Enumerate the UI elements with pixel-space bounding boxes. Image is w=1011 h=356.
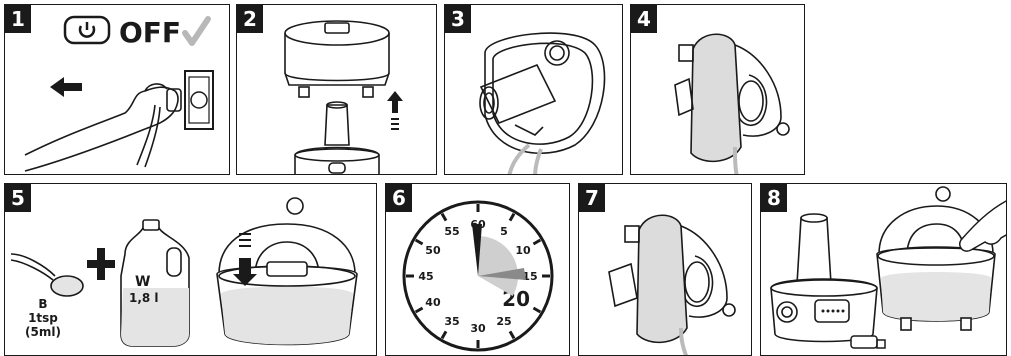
filter-sleeve: [637, 215, 687, 342]
spoon-letter: B: [38, 297, 47, 311]
clock-illustration: 60510152025303540455055: [386, 184, 570, 356]
clock-label: 35: [444, 315, 459, 328]
base-unit: [295, 102, 379, 175]
clock-label: 30: [470, 322, 486, 335]
humidifier-tank: [877, 187, 995, 330]
off-label: OFF: [119, 16, 181, 49]
step-5-panel: 5 B 1tsp (5ml) W 1,8 l: [4, 183, 377, 356]
spoon-amount: 1tsp: [28, 311, 58, 325]
filter-part: [851, 336, 885, 348]
hand-pulling-plug: [25, 84, 181, 171]
filter-sleeve-illustration: [631, 5, 805, 175]
unplug-illustration: OFF: [5, 5, 230, 175]
clock-label: 50: [425, 244, 441, 257]
water-tank: [285, 21, 389, 97]
jug-amount: 1,8 l: [129, 291, 159, 305]
plus-icon: [87, 248, 115, 280]
step-7-panel: 7: [578, 183, 752, 356]
water-jug: [121, 220, 189, 346]
power-icon: [65, 17, 109, 43]
spoon-ml: (5ml): [25, 325, 61, 339]
clock-label: 55: [444, 225, 459, 238]
step-6-panel: 6 60510152025303540455055: [385, 183, 570, 356]
clock-label: 40: [425, 296, 441, 309]
clock-label: 10: [515, 244, 531, 257]
filter-sleeve: [691, 34, 741, 161]
arrow-left-icon: [50, 77, 82, 97]
filter-housing: [480, 33, 605, 153]
arrow-up-icon: [387, 91, 403, 113]
jug-letter: W: [135, 274, 150, 290]
base-unit: [771, 214, 877, 342]
humidifier-base: [217, 198, 357, 345]
descale-illustration: B 1tsp (5ml) W 1,8 l: [5, 184, 377, 356]
replace-filter-illustration: [579, 184, 752, 356]
clock-label: 45: [418, 270, 433, 283]
spoon-icon: [11, 254, 83, 296]
reassemble-illustration: [761, 184, 1007, 356]
step-1-panel: 1 OFF: [4, 4, 230, 175]
clock-label: 5: [500, 225, 508, 238]
lift-tank-illustration: [237, 5, 437, 175]
clock-label: 25: [496, 315, 511, 328]
wall-socket: [185, 71, 213, 129]
step-4-panel: 4: [630, 4, 805, 175]
check-icon: [185, 19, 208, 43]
step-3-panel: 3: [444, 4, 623, 175]
step-8-panel: 8: [760, 183, 1007, 356]
step-2-panel: 2: [236, 4, 437, 175]
remove-filter-illustration: [445, 5, 623, 175]
